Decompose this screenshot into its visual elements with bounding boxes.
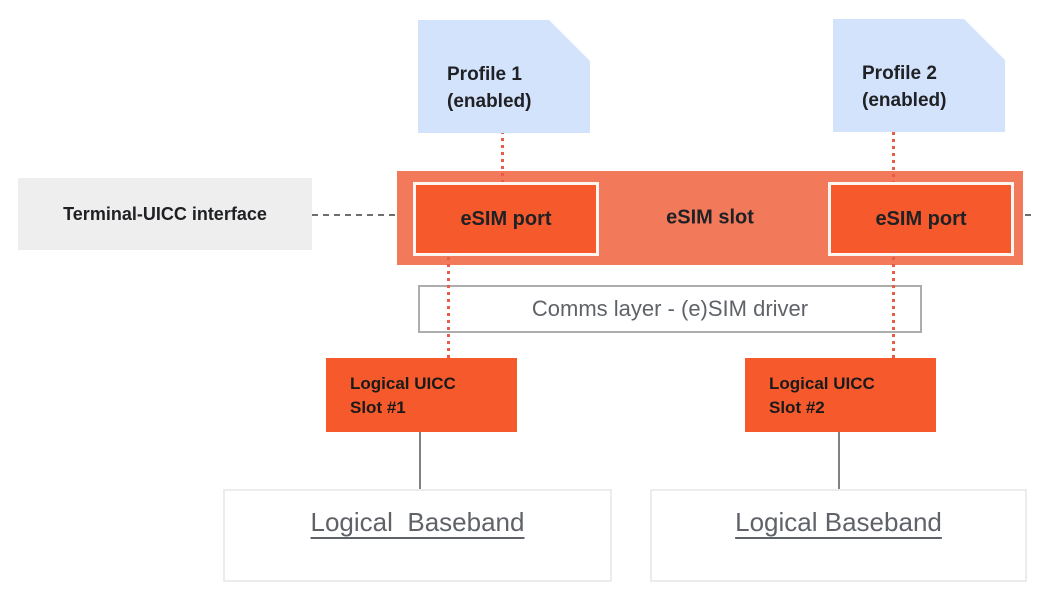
esim-slot-bar: eSIM port eSIM slot eSIM port xyxy=(397,171,1023,265)
esim-port-1-label: eSIM port xyxy=(460,207,552,230)
profile-2-status: (enabled) xyxy=(862,90,947,111)
uicc-slot1-to-baseband1-line xyxy=(419,432,421,489)
uicc-slot2-to-baseband2-line xyxy=(838,432,840,489)
esim-port-1: eSIM port xyxy=(413,182,599,256)
logical-uicc-slot-1-line2: Slot #1 xyxy=(350,398,406,417)
logical-uicc-slot-1-box: Logical UICC Slot #1 xyxy=(326,358,517,432)
esim-port-2: eSIM port xyxy=(828,182,1014,256)
esim-port-2-label: eSIM port xyxy=(875,207,967,230)
port2-to-uicc-slot2-dotted-line xyxy=(892,250,895,358)
logical-uicc-slot-2-line2: Slot #2 xyxy=(769,398,825,417)
logical-uicc-slot-2-line1: Logical UICC xyxy=(769,374,875,393)
logical-uicc-slot-2-box: Logical UICC Slot #2 xyxy=(745,358,936,432)
logical-baseband-2-label: Logical Baseband xyxy=(735,507,942,537)
profile1-to-port1-dotted-line xyxy=(501,131,504,182)
profile-2-card: Profile 2 (enabled) xyxy=(833,19,1005,132)
profile-1-card: Profile 1 (enabled) xyxy=(418,20,590,133)
logical-baseband-1-label: Logical Baseband xyxy=(310,507,525,537)
port1-to-uicc-slot1-dotted-line xyxy=(447,250,450,358)
terminal-uicc-interface-box: Terminal-UICC interface xyxy=(18,178,312,250)
terminal-to-slot-dashed-line xyxy=(312,214,397,216)
profile-1-title: Profile 1 xyxy=(447,64,522,85)
logical-baseband-2-box: Logical Baseband xyxy=(650,489,1027,582)
slot-right-dashed-stub xyxy=(1025,214,1034,216)
comms-layer-label: Comms layer - (e)SIM driver xyxy=(531,296,809,321)
terminal-uicc-interface-label: Terminal-UICC interface xyxy=(63,203,267,224)
logical-uicc-slot-1-line1: Logical UICC xyxy=(350,374,456,393)
logical-baseband-1-box: Logical Baseband xyxy=(223,489,612,582)
profile-2-title: Profile 2 xyxy=(862,63,937,84)
esim-slot-label: eSIM slot xyxy=(666,206,754,229)
profile-1-status: (enabled) xyxy=(447,91,532,112)
profile2-to-port2-dotted-line xyxy=(892,132,895,182)
comms-layer-box: Comms layer - (e)SIM driver xyxy=(418,285,922,333)
